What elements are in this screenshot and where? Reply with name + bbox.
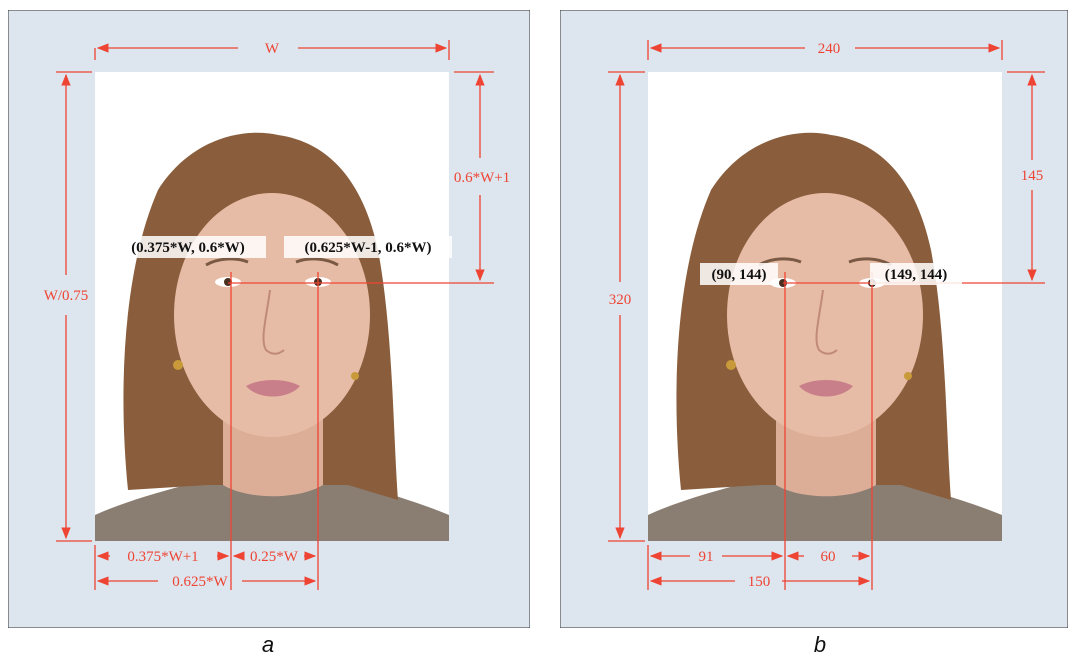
left-eye-label: (90, 144) (712, 267, 767, 283)
measurement-lines (56, 40, 494, 590)
bottom-total-label: 150 (748, 574, 771, 590)
bottom-mid-label: 60 (821, 549, 836, 565)
bottom-mid-label: 0.25*W (250, 549, 299, 565)
panel-b: 240 320 145 91 60 150 (90, 144) (149, 14… (560, 10, 1068, 628)
height-label: 320 (609, 292, 632, 308)
height-label: W/0.75 (44, 288, 89, 304)
width-label: W (265, 41, 280, 57)
bottom-left-label: 91 (699, 549, 714, 565)
portrait-photo (95, 72, 449, 541)
right-eye-label: (149, 144) (885, 267, 948, 283)
left-eye-label: (0.375*W, 0.6*W) (131, 240, 245, 256)
panel-a: W W/0.75 0.6*W+1 0.375*W+1 0.25*W 0.625*… (8, 10, 530, 628)
right-eye-label: (0.625*W-1, 0.6*W) (305, 240, 432, 256)
bottom-left-label: 0.375*W+1 (127, 549, 198, 565)
width-label: 240 (818, 41, 841, 57)
portrait-photo (648, 72, 1002, 541)
eye-height-label: 145 (1021, 168, 1044, 184)
caption-a: a (261, 632, 275, 657)
caption-b: b (813, 632, 827, 657)
eye-height-label: 0.6*W+1 (454, 170, 510, 186)
bottom-total-label: 0.625*W (172, 574, 228, 590)
